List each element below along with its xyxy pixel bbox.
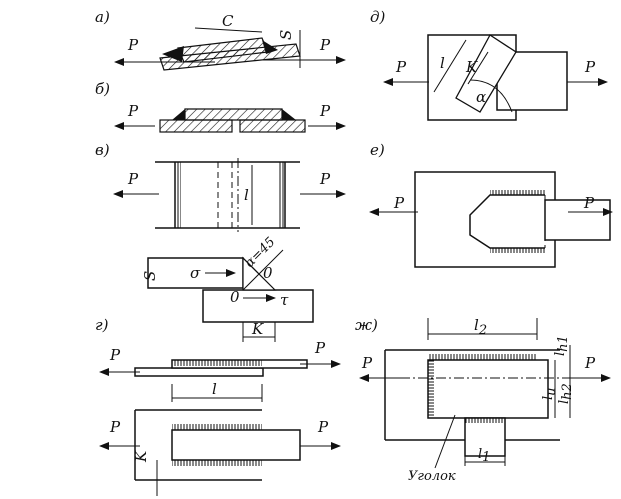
force-b-left: P (127, 102, 139, 120)
panel-a: а) P P C S (95, 8, 346, 71)
label-v: в) (95, 141, 110, 159)
dim-c: C (222, 12, 234, 30)
weld-v-right (279, 162, 285, 228)
force-g1-left: P (109, 346, 121, 364)
force-a-left: P (127, 36, 139, 54)
label-zh: ж) (355, 316, 378, 334)
label-d: д) (370, 8, 386, 26)
sigma-label: σ (190, 264, 201, 282)
panel-d: д) l K α P P (370, 8, 608, 121)
panel-b: б) P P (95, 80, 346, 133)
dim-c-line (194, 27, 263, 33)
force-v-left: P (127, 170, 139, 188)
weld-zh-top (428, 354, 536, 360)
dim-lh1: lh1 (553, 335, 571, 356)
force-zh-right: P (584, 354, 596, 372)
force-g2-left: P (109, 418, 121, 436)
label-a: а) (95, 8, 110, 26)
dim-s: S (277, 30, 295, 40)
dim-l-g: l (212, 380, 217, 398)
force-e-right: P (583, 194, 595, 212)
weld-g-bottom (172, 460, 262, 466)
o-label-2: 0 (230, 288, 240, 306)
dim-lh2: lh2 (557, 383, 575, 404)
alpha45-label: α=45 (242, 235, 278, 271)
force-a-right: P (319, 36, 331, 54)
alpha-label: α (476, 88, 486, 106)
panel-e: е) P P (369, 141, 613, 268)
force-g1-right: P (314, 339, 326, 357)
plate-left-b (159, 119, 233, 133)
label-e: е) (370, 141, 385, 159)
force-zh-left: P (361, 354, 373, 372)
weld-v-left (175, 162, 181, 228)
dim-l1: l1 (478, 447, 490, 465)
plate-right-b (239, 119, 306, 133)
tau-label: τ (280, 291, 289, 309)
label-b: б) (95, 80, 110, 98)
label-g: г) (95, 316, 109, 334)
weld-right (262, 40, 278, 54)
force-b-right: P (319, 102, 331, 120)
dim-lu: lu (541, 387, 559, 400)
o-label-1: 0 (263, 264, 273, 282)
dim-l-d: l (440, 54, 445, 72)
weld-zh-side (428, 360, 434, 418)
overlay-plate (184, 108, 283, 121)
angle-caption: Уголок (408, 469, 456, 484)
weld-g-top (172, 424, 262, 430)
dim-s-detail: S (141, 271, 159, 281)
dim-k-detail: K (251, 320, 264, 338)
force-e-left: P (393, 194, 405, 212)
dim-l-v: l (244, 186, 249, 204)
stress-detail: α=45 S σ 0 0 τ K (141, 235, 314, 342)
force-g2-right: P (317, 418, 329, 436)
stress-plate-bottom (202, 289, 314, 323)
dim-l2: l2 (474, 316, 487, 338)
panel-g: г) P P l K P P (95, 316, 341, 496)
weld-left (162, 46, 184, 62)
force-d-left: P (395, 58, 407, 76)
dim-k-d: K (465, 58, 478, 76)
force-d-right: P (584, 58, 596, 76)
panel-v: в) l P P (95, 141, 346, 232)
dim-k-g: K (132, 450, 150, 463)
panel-zh: ж) l2 P P lh1 lu lh2 l1 Уголок (355, 316, 611, 484)
force-v-right: P (319, 170, 331, 188)
